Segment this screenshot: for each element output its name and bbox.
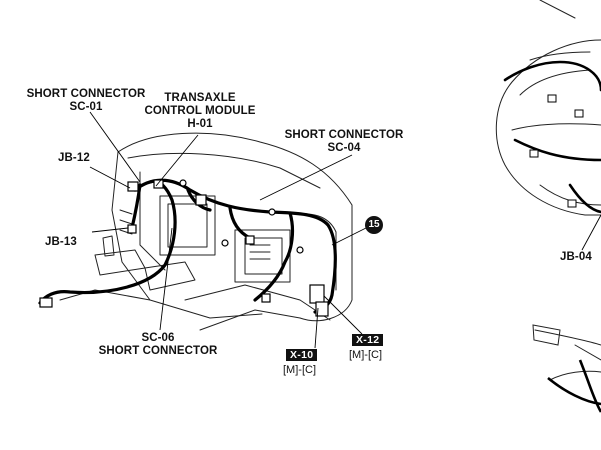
label-line: SC-04 [327,142,361,154]
label-jb13: JB-13 [45,236,77,248]
label-transaxle-control-module: TRANSAXLE CONTROL MODULE H-01 [138,92,262,131]
label-short-connector-sc01: SHORT CONNECTOR SC-01 [22,88,150,114]
label-line: H-01 [187,118,213,130]
label-jb12: JB-12 [58,152,90,164]
lower-assembly-view [534,329,601,346]
steering-column-view [495,39,601,216]
label-line: SHORT CONNECTOR [26,88,146,100]
leader-sc01 [89,111,141,183]
label-short-connector-sc04: SHORT CONNECTOR SC-04 [280,129,408,155]
label-short-connector-sc06: SC-06 SHORT CONNECTOR [94,332,222,358]
callout-badge-15: 15 [365,216,383,234]
label-line: CONTROL MODULE [144,105,256,117]
leader-jb13 [91,227,129,233]
leader-jb04 [581,214,601,251]
leader-sc06 [159,227,173,331]
leader-x10 [314,307,319,349]
leader-jb12 [89,166,131,189]
connector-tag-x12: X-12 [352,334,384,346]
label-line: SC-06 [141,332,175,344]
leader-sc04 [259,154,353,201]
label-line: SC-01 [69,101,103,113]
label-line: SHORT CONNECTOR [284,129,404,141]
dashboard-outline [117,132,353,322]
connector-sub-x10: [M]-[C] [283,364,316,376]
label-line: SHORT CONNECTOR [98,345,218,357]
connector-tag-x10: X-10 [286,349,318,361]
leader-x12 [323,295,363,335]
label-jb04: JB-04 [560,251,592,263]
leader-h01 [155,134,199,187]
label-line: TRANSAXLE [164,92,236,104]
connector-sub-x12: [M]-[C] [349,349,382,361]
